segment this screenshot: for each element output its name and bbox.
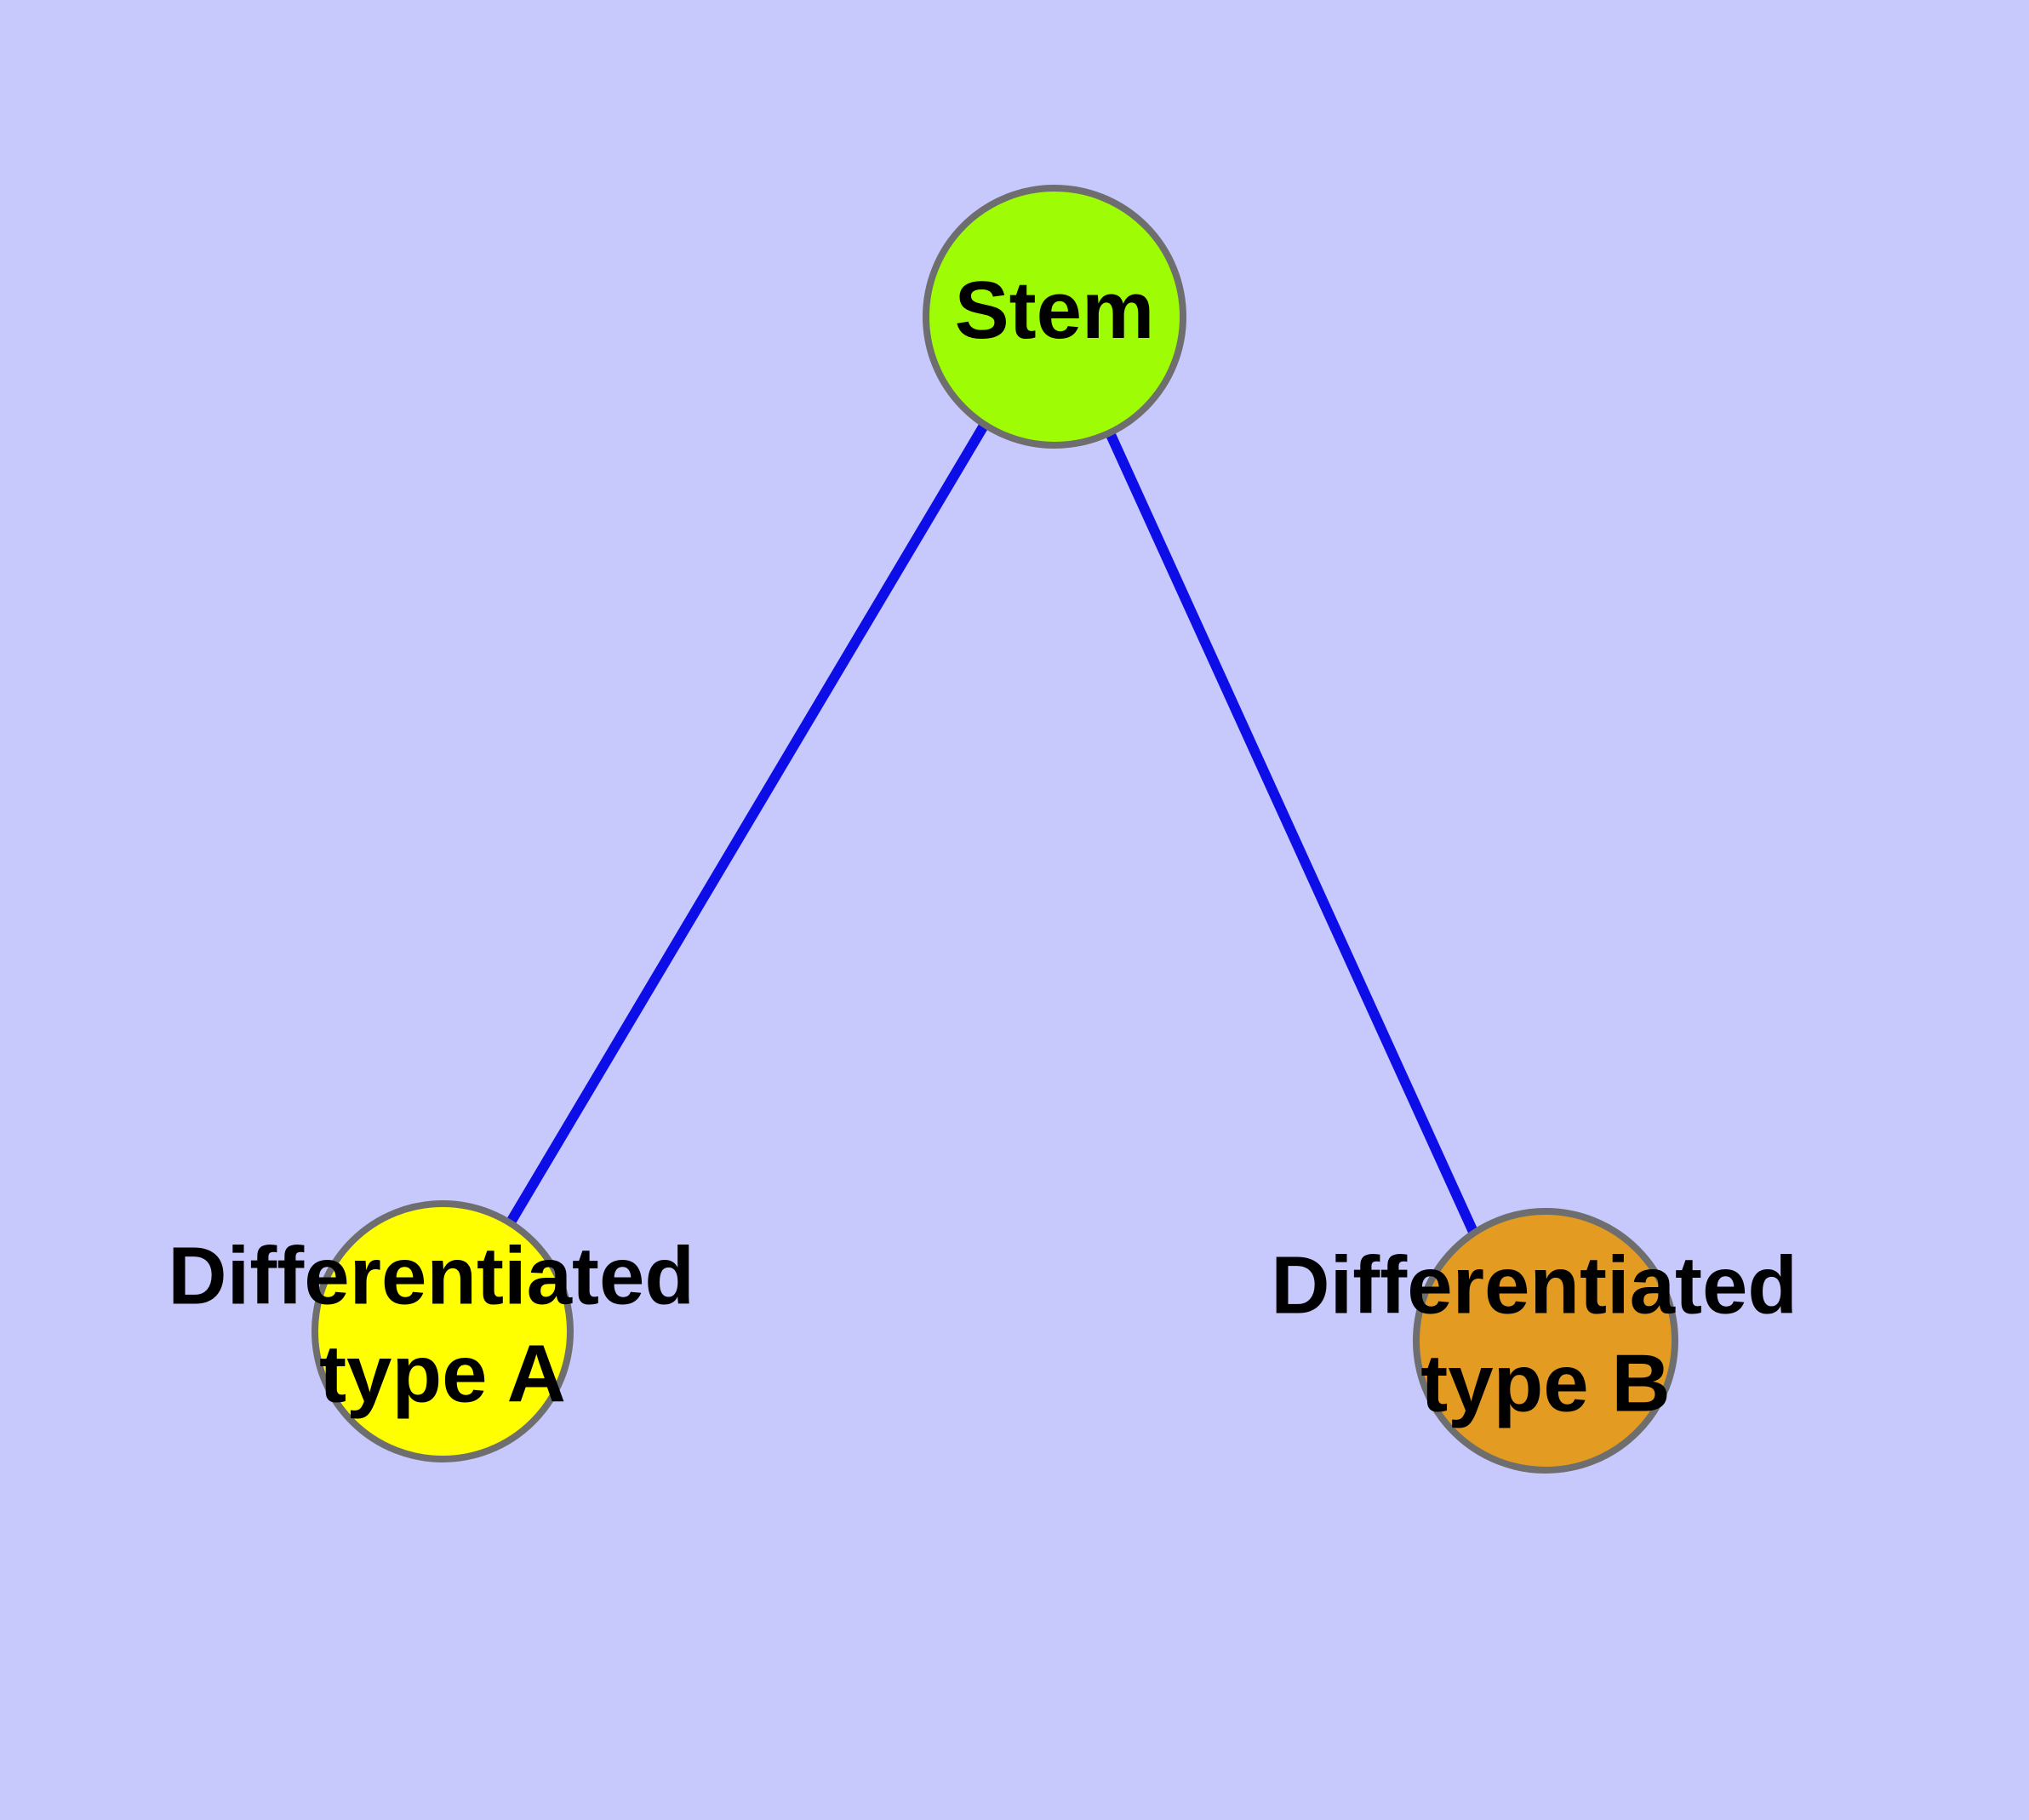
node-differentiated-type-b[interactable] [1413, 1208, 1678, 1474]
node-differentiated-type-a[interactable] [311, 1200, 574, 1462]
node-differentiated-type-b-label-line-1: Differentiated [1271, 1240, 1798, 1331]
node-differentiated-type-b-circle[interactable] [1413, 1208, 1678, 1474]
node-stem-circle[interactable] [923, 185, 1186, 449]
node-differentiated-type-a-circle[interactable] [311, 1200, 574, 1462]
edge-stem-to-differentiated-type-b[interactable] [1103, 426, 1478, 1234]
node-stem-label: Stem [955, 265, 1155, 356]
edge-stem-to-differentiated-type-a[interactable] [506, 422, 989, 1224]
labels-layer: Stem Differentiated type A Differentiate… [168, 265, 1820, 1429]
nodes-layer [311, 185, 1678, 1474]
node-stem[interactable] [923, 185, 1186, 449]
node-differentiated-type-a-label-line-1: Differentiated [168, 1231, 694, 1322]
node-differentiated-type-b-label: Differentiated type B [1271, 1240, 1820, 1429]
edges-layer [506, 422, 1478, 1234]
node-differentiated-type-b-label-line-2: type B [1420, 1338, 1670, 1429]
node-stem-label-line-1: Stem [955, 265, 1155, 356]
node-differentiated-type-a-label: Differentiated type A [168, 1231, 717, 1420]
node-differentiated-type-a-label-line-2: type A [319, 1329, 566, 1420]
